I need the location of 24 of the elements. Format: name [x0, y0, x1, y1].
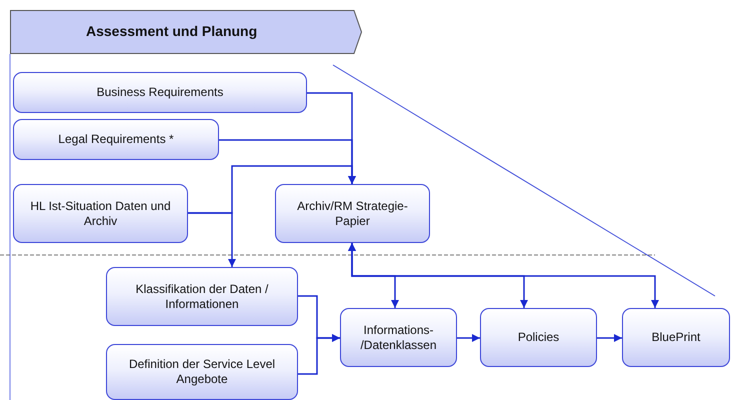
- connector-arrow: [348, 243, 659, 308]
- process-box: [480, 308, 597, 367]
- box-label: Informations- /Datenklassen: [359, 322, 438, 352]
- process-box: [622, 308, 730, 367]
- connector-arrow: [597, 334, 622, 342]
- box-label: BluePrint: [650, 330, 702, 345]
- connector-arrow: [457, 334, 480, 342]
- box-label: Definition der Service Level Angebote: [128, 357, 276, 387]
- process-box: [275, 184, 430, 243]
- section-title: Assessment und Planung: [85, 23, 258, 41]
- process-box: [106, 344, 298, 400]
- process-box: [13, 72, 307, 113]
- box-label: Business Requirements: [96, 85, 224, 100]
- box-label: Legal Requirements *: [57, 132, 175, 147]
- box-label: Policies: [516, 330, 560, 345]
- box-label: Klassifikation der Daten / Informationen: [134, 282, 270, 312]
- box-label: Archiv/RM Strategie-Papier: [296, 198, 409, 228]
- process-box: [13, 119, 219, 160]
- connector-arrow: [298, 334, 340, 375]
- connector-arrow: [188, 212, 236, 267]
- box-label: HL Ist-Situation Daten und Archiv: [29, 198, 172, 228]
- process-box: [13, 184, 188, 243]
- process-box: [106, 267, 298, 326]
- process-box: [340, 308, 457, 367]
